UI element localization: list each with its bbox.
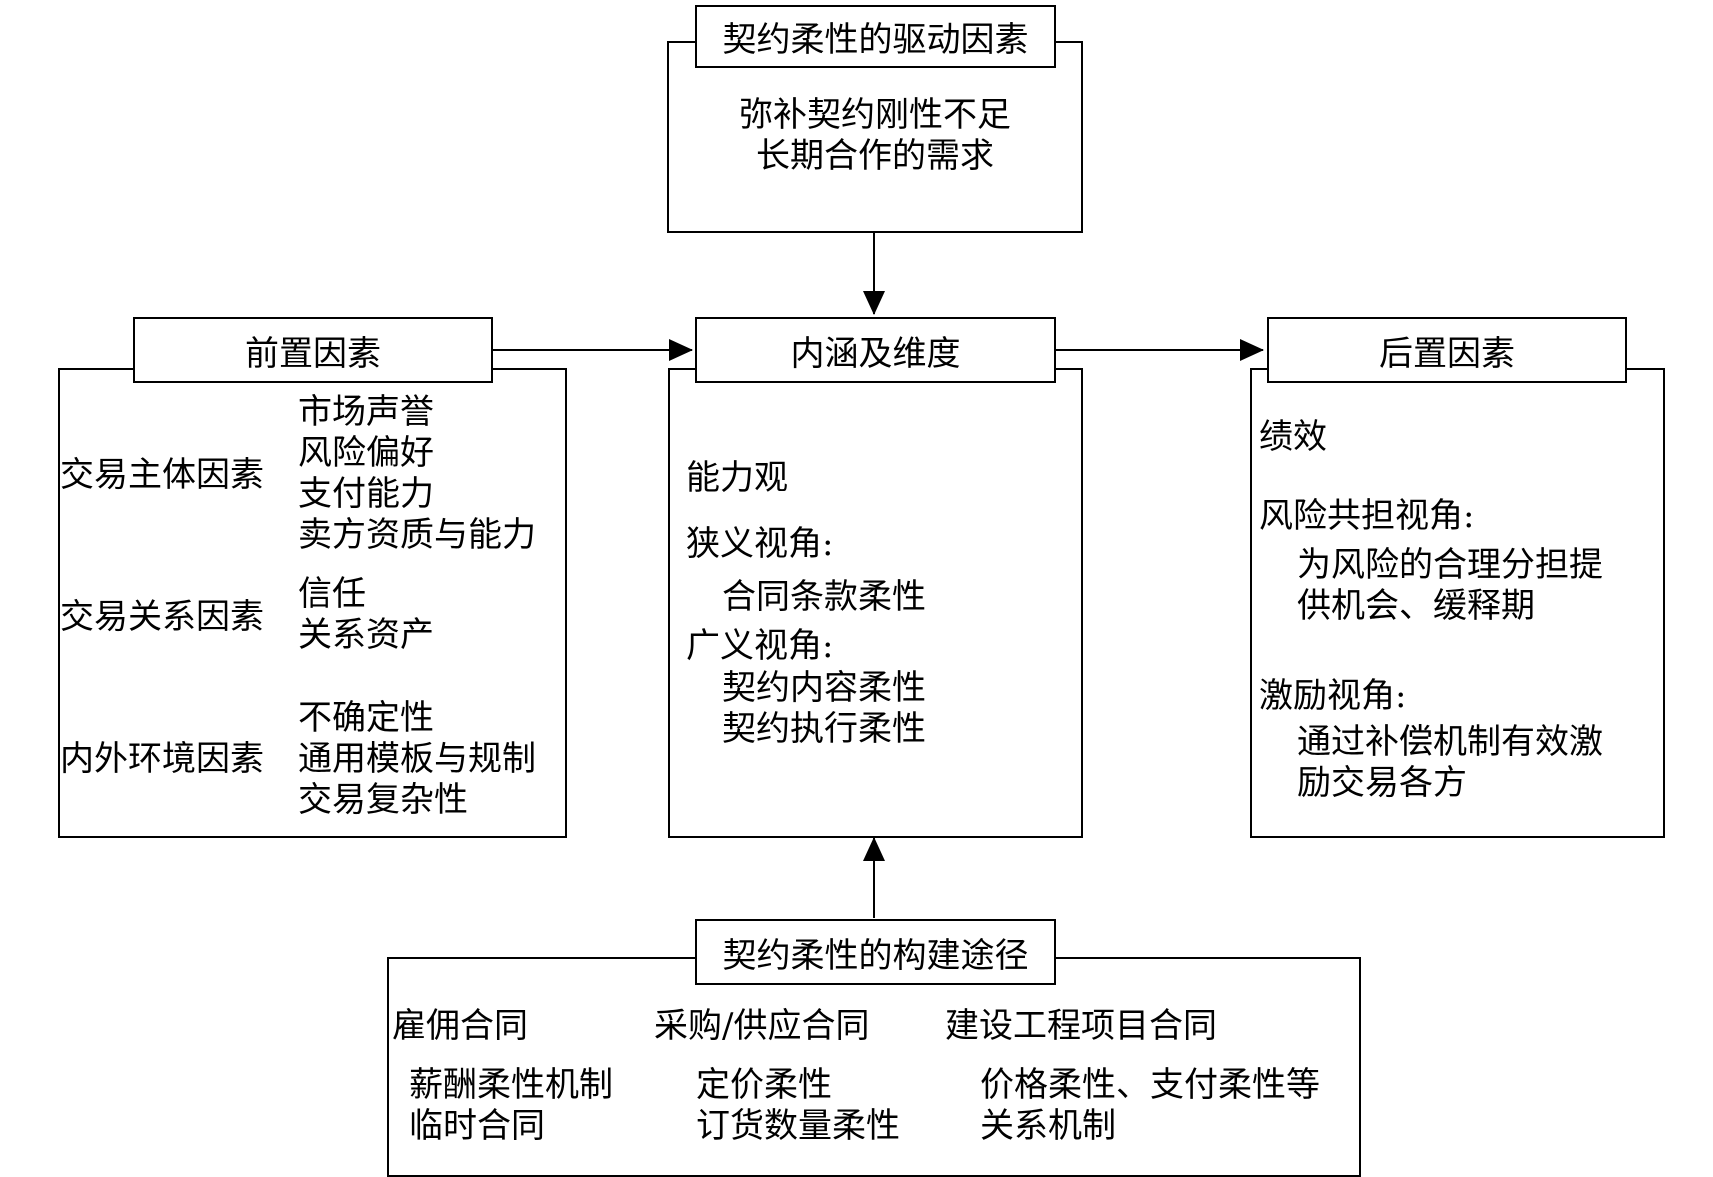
antecedent-group-label-environment: 内外环境因素 bbox=[60, 739, 264, 779]
antecedent-item: 支付能力 bbox=[298, 474, 434, 514]
antecedents-title: 前置因素 bbox=[133, 317, 493, 383]
construction-item: 订货数量柔性 bbox=[696, 1106, 900, 1146]
consequences-risk-label: 风险共担视角: bbox=[1259, 496, 1475, 536]
drivers-box bbox=[667, 41, 1083, 233]
driver-item: 长期合作的需求 bbox=[756, 136, 994, 176]
consequence-line: 供机会、缓释期 bbox=[1297, 586, 1535, 626]
construction-column-items: 价格柔性、支付柔性等 关系机制 bbox=[980, 1065, 1320, 1147]
consequence-line: 通过补偿机制有效激 bbox=[1297, 722, 1603, 762]
construction-item: 价格柔性、支付柔性等 bbox=[980, 1065, 1320, 1105]
consequences-title: 后置因素 bbox=[1267, 317, 1627, 383]
antecedent-item: 交易复杂性 bbox=[298, 780, 468, 820]
construction-column-heading: 建设工程项目合同 bbox=[945, 1006, 1217, 1046]
construction-title: 契约柔性的构建途径 bbox=[695, 919, 1056, 985]
consequences-performance: 绩效 bbox=[1259, 417, 1327, 457]
construction-column-items: 薪酬柔性机制 临时合同 bbox=[409, 1065, 613, 1147]
antecedent-item: 信任 bbox=[298, 574, 366, 614]
construction-column-items: 定价柔性 订货数量柔性 bbox=[696, 1065, 900, 1147]
dimension-item: 契约内容柔性 bbox=[722, 668, 926, 708]
consequence-line: 励交易各方 bbox=[1297, 763, 1467, 803]
construction-item: 关系机制 bbox=[980, 1106, 1116, 1146]
antecedent-group-label-subject: 交易主体因素 bbox=[60, 455, 264, 495]
dimensions-broad-label: 广义视角: bbox=[686, 626, 834, 666]
dimensions-narrow-items: 合同条款柔性 bbox=[722, 577, 926, 618]
consequences-incentive-lines: 通过补偿机制有效激 励交易各方 bbox=[1297, 722, 1603, 804]
antecedent-item: 市场声誉 bbox=[298, 392, 434, 432]
antecedent-group-items-subject: 市场声誉 风险偏好 支付能力 卖方资质与能力 bbox=[298, 392, 536, 556]
antecedent-group-label-relation: 交易关系因素 bbox=[60, 597, 264, 637]
dimensions-broad-items: 契约内容柔性 契约执行柔性 bbox=[722, 668, 926, 750]
construction-item: 临时合同 bbox=[409, 1106, 545, 1146]
drivers-items: 弥补契约刚性不足 长期合作的需求 bbox=[667, 95, 1083, 177]
dimensions-box bbox=[668, 368, 1083, 838]
antecedent-item: 不确定性 bbox=[298, 698, 434, 738]
drivers-title: 契约柔性的驱动因素 bbox=[695, 5, 1056, 68]
antecedent-item: 关系资产 bbox=[298, 615, 434, 655]
antecedent-item: 卖方资质与能力 bbox=[298, 515, 536, 555]
dimension-item: 契约执行柔性 bbox=[722, 709, 926, 749]
dimensions-narrow-label: 狭义视角: bbox=[686, 524, 834, 564]
construction-item: 定价柔性 bbox=[696, 1065, 832, 1105]
antecedents-box bbox=[58, 368, 567, 838]
construction-column-heading: 采购/供应合同 bbox=[654, 1006, 870, 1046]
construction-item: 薪酬柔性机制 bbox=[409, 1065, 613, 1105]
antecedent-item: 通用模板与规制 bbox=[298, 739, 536, 779]
consequences-box bbox=[1250, 368, 1665, 838]
dimension-item: 合同条款柔性 bbox=[722, 577, 926, 617]
consequences-incentive-label: 激励视角: bbox=[1259, 676, 1407, 716]
driver-item: 弥补契约刚性不足 bbox=[739, 95, 1011, 135]
antecedent-group-items-relation: 信任 关系资产 bbox=[298, 574, 434, 656]
antecedent-group-items-environment: 不确定性 通用模板与规制 交易复杂性 bbox=[298, 698, 536, 821]
dimensions-capability: 能力观 bbox=[686, 458, 788, 498]
construction-column-heading: 雇佣合同 bbox=[392, 1006, 528, 1046]
dimensions-title: 内涵及维度 bbox=[695, 317, 1056, 383]
antecedent-item: 风险偏好 bbox=[298, 433, 434, 473]
consequences-risk-lines: 为风险的合理分担提 供机会、缓释期 bbox=[1297, 545, 1603, 627]
consequence-line: 为风险的合理分担提 bbox=[1297, 545, 1603, 585]
